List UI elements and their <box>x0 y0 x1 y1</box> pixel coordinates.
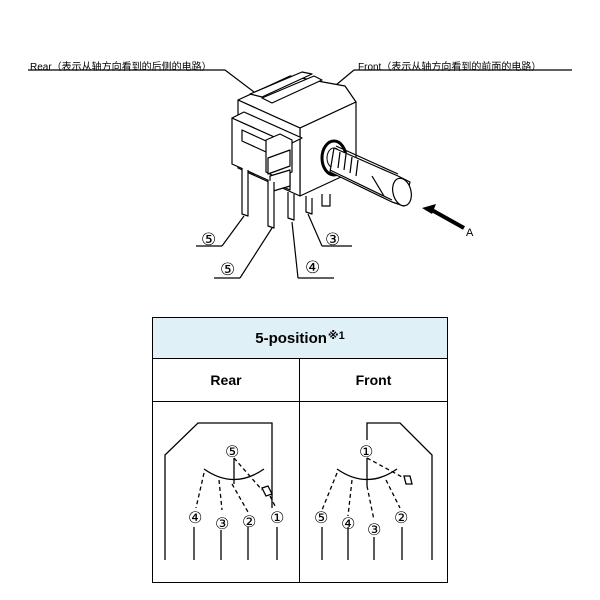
rear-callout-label: Rear（表示从轴方向看到的后侧的电路） <box>30 62 212 73</box>
rear-pin-4: ④ <box>188 508 202 527</box>
pin-label-4: ④ <box>305 258 320 278</box>
rear-pin-1: ① <box>270 508 284 527</box>
pin-3 <box>305 196 313 215</box>
pin-number-labels: ⑤ ⑤ ④ ③ <box>201 230 340 280</box>
arrow-a-label: A <box>466 227 474 239</box>
pin-label-3: ③ <box>325 230 340 250</box>
rear-pin-5: ⑤ <box>225 442 239 461</box>
front-pin-4: ④ <box>341 514 355 533</box>
position-table: 5-position※1 Rear Front <box>152 317 448 583</box>
potentiometer-drawing <box>28 69 572 279</box>
rear-column-header: Rear <box>153 359 300 402</box>
column-divider <box>299 401 300 582</box>
front-frame <box>366 422 433 560</box>
pin-5b <box>267 180 275 229</box>
pin-label-5a: ⑤ <box>201 230 216 250</box>
front-pin-2: ② <box>394 508 408 527</box>
rear-pin-2: ② <box>242 512 256 531</box>
rear-pin-3: ③ <box>215 514 229 533</box>
pin-4 <box>287 192 295 221</box>
rear-frame <box>164 422 273 560</box>
table-title: 5-position※1 <box>153 318 447 359</box>
table-title-text: 5-position <box>255 329 327 347</box>
front-pin-5: ⑤ <box>314 508 328 527</box>
front-pin-1: ① <box>359 442 373 461</box>
front-column-header: Front <box>300 359 447 402</box>
table-title-note: ※1 <box>327 329 345 342</box>
pin-5a <box>241 168 249 217</box>
front-pin-3: ③ <box>367 520 381 539</box>
front-callout-label: Front（表示从轴方向看到的前面的电路） <box>358 62 542 73</box>
pin-label-5b: ⑤ <box>220 260 235 280</box>
